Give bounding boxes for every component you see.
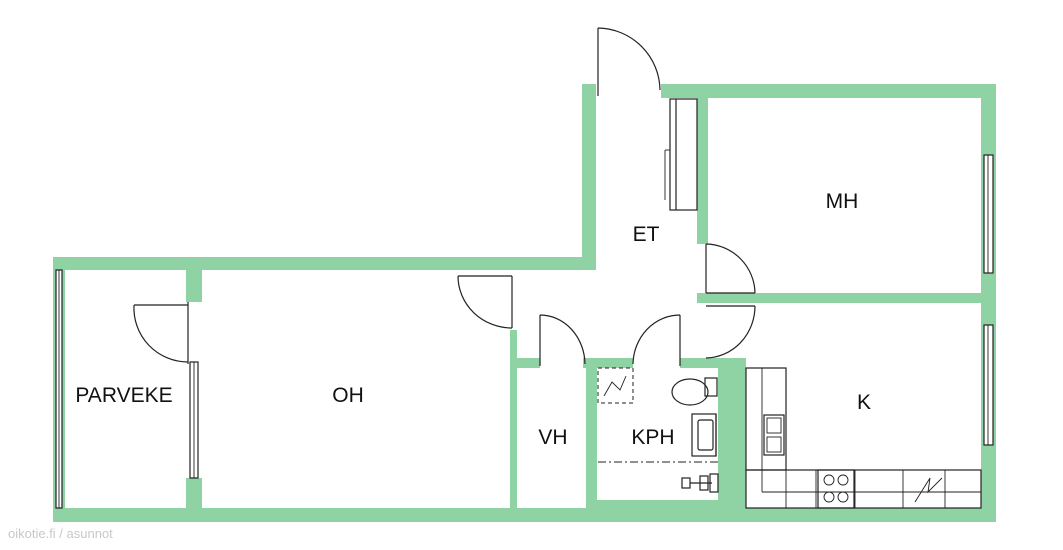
wall-parveke-oh-bottom — [186, 478, 202, 522]
window-k — [983, 324, 994, 446]
label-oh: OH — [332, 384, 364, 407]
wall-mh-k — [697, 293, 996, 303]
door-k — [705, 305, 756, 359]
wall-kph-bottom — [586, 500, 746, 522]
wall-parveke-oh-top — [186, 257, 202, 302]
wall-bottom — [53, 508, 996, 522]
label-parveke: PARVEKE — [75, 384, 172, 407]
label-mh: MH — [826, 190, 859, 213]
door-kph — [632, 314, 681, 366]
wall-top-right — [661, 84, 996, 98]
watermark: oikotie.fi / asunnot — [8, 526, 113, 541]
wall-bath-top-mid — [583, 358, 633, 368]
kitchen-sink — [763, 414, 785, 456]
door-oh — [457, 275, 513, 329]
closet-et — [664, 98, 698, 211]
door-entrance — [597, 27, 661, 96]
label-vh: VH — [538, 426, 567, 449]
washer-outline — [597, 367, 634, 404]
fridge-symbol — [914, 477, 943, 503]
door-mh — [705, 243, 756, 294]
label-et: ET — [633, 223, 660, 246]
wall-vh-kph — [586, 358, 597, 522]
label-kph: KPH — [631, 426, 674, 449]
bathroom-fixtures — [597, 367, 719, 493]
kitchen-counter-bottom — [745, 469, 982, 509]
windows — [55, 154, 994, 509]
kitchen-fixtures — [745, 367, 982, 509]
doors — [133, 27, 756, 366]
wall-top-left — [53, 257, 593, 270]
wall-bath-top-right — [680, 358, 746, 368]
wall-k-left-lower — [718, 358, 746, 522]
window-mh — [983, 154, 994, 274]
sink — [691, 413, 717, 457]
wall-mh-left — [697, 84, 708, 244]
shower-head — [681, 473, 719, 493]
stove — [817, 469, 855, 509]
door-balcony — [133, 302, 189, 364]
label-k: K — [857, 391, 871, 414]
toilet — [671, 377, 718, 406]
door-vh — [539, 314, 586, 366]
wall-et-left — [582, 84, 596, 270]
wall-oh-vh — [510, 330, 517, 522]
wall-bath-top — [510, 358, 540, 368]
room-labels: PARVEKE OH VH KPH ET MH K — [75, 190, 871, 449]
